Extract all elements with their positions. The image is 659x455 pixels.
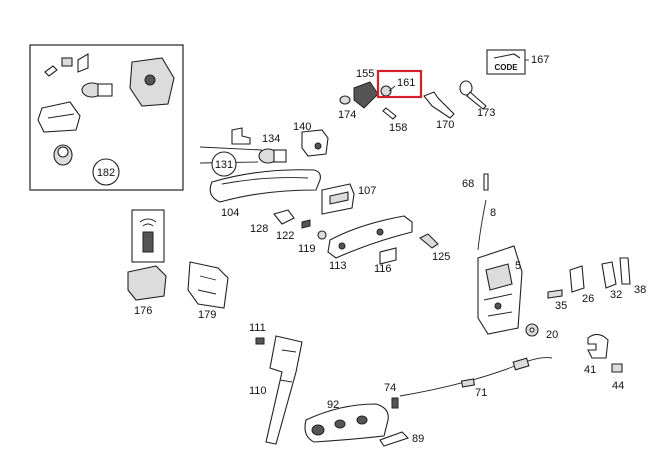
callout-111[interactable]: 111: [249, 322, 266, 334]
callout-182[interactable]: 182: [97, 167, 115, 179]
key-fob-155[interactable]: [353, 81, 379, 109]
right-hardware-group: 35 26 32 38: [547, 257, 646, 312]
part-89[interactable]: [379, 431, 410, 447]
door-lock-5[interactable]: 5: [477, 245, 523, 335]
callout-44[interactable]: 44: [612, 380, 624, 392]
kit-box-182[interactable]: 182: [29, 44, 184, 191]
callout-92[interactable]: 92: [327, 399, 339, 411]
part-38[interactable]: [619, 257, 631, 285]
code-card-167[interactable]: CODE 167: [486, 49, 549, 75]
callout-173[interactable]: 173: [477, 107, 495, 119]
screw-35[interactable]: [547, 289, 563, 299]
callout-32[interactable]: 32: [610, 289, 622, 301]
striker-41-44: 41 44: [584, 333, 624, 392]
key-blade-170[interactable]: 170: [423, 91, 455, 131]
door-handle-104[interactable]: 104: [209, 169, 321, 219]
trim-92-89: 92 89: [304, 399, 424, 447]
part-32[interactable]: [601, 261, 617, 289]
cable-71[interactable]: 71 74: [384, 357, 553, 409]
callout-179[interactable]: 179: [198, 309, 216, 321]
callout-170[interactable]: 170: [436, 119, 454, 131]
callout-134[interactable]: 134: [262, 133, 280, 145]
trim-panel-92[interactable]: [304, 403, 389, 443]
part-26[interactable]: [569, 265, 585, 293]
washer-20[interactable]: 20: [525, 323, 558, 341]
clip-74[interactable]: [391, 397, 399, 409]
handle-carrier-113[interactable]: [327, 215, 413, 259]
striker-41[interactable]: [587, 333, 609, 359]
screw-44[interactable]: [611, 363, 623, 373]
bolt-125[interactable]: [419, 233, 439, 249]
handle-trim-107[interactable]: 107: [321, 183, 376, 215]
callout-113[interactable]: 113: [329, 260, 347, 272]
callout-122[interactable]: 122: [276, 230, 294, 242]
callout-104[interactable]: 104: [221, 207, 239, 219]
part-158[interactable]: [382, 107, 397, 120]
bracket-140[interactable]: 140: [293, 121, 329, 157]
remote-module-176[interactable]: 176: [127, 209, 167, 317]
pillar-110-111: 111 110: [249, 322, 303, 445]
clip-116[interactable]: [379, 247, 397, 265]
callout-140[interactable]: 140: [293, 121, 311, 133]
washer-119[interactable]: [317, 230, 327, 240]
rod-68-8[interactable]: 68 8: [462, 173, 496, 251]
callout-161[interactable]: 161: [397, 77, 415, 89]
key-173[interactable]: 173: [459, 80, 495, 119]
callout-71[interactable]: 71: [475, 387, 487, 399]
callout-20[interactable]: 20: [546, 329, 558, 341]
callout-116[interactable]: 116: [374, 263, 392, 275]
callout-167[interactable]: 167: [531, 54, 549, 66]
callout-8[interactable]: 8: [490, 207, 496, 219]
key-insert-part[interactable]: [231, 127, 251, 145]
callout-68[interactable]: 68: [462, 178, 474, 190]
callout-155[interactable]: 155: [356, 68, 374, 80]
clip-111[interactable]: [255, 337, 265, 345]
code-card-text: CODE: [494, 63, 518, 72]
highlight-box-161: [376, 69, 423, 99]
callout-89[interactable]: 89: [412, 433, 424, 445]
battery-174[interactable]: [339, 95, 351, 105]
callout-26[interactable]: 26: [582, 293, 594, 305]
bracket-179[interactable]: 179: [187, 261, 229, 321]
handle-carrier-group: 113 116 125: [327, 215, 450, 275]
callout-5[interactable]: 5: [515, 260, 521, 272]
callout-125[interactable]: 125: [432, 251, 450, 263]
callout-110[interactable]: 110: [249, 385, 267, 397]
small-parts-128-122-119: 128 122 119: [250, 209, 327, 255]
pillar-trim-110[interactable]: [265, 335, 303, 445]
callout-35[interactable]: 35: [555, 300, 567, 312]
callout-41[interactable]: 41: [584, 364, 596, 376]
part-128[interactable]: [273, 209, 295, 225]
callout-74[interactable]: 74: [384, 382, 396, 394]
callout-107[interactable]: 107: [358, 185, 376, 197]
lock-cylinder-group: 134 131: [199, 127, 287, 177]
callout-38[interactable]: 38: [634, 284, 646, 296]
callout-176[interactable]: 176: [134, 305, 152, 317]
callout-128[interactable]: 128: [250, 223, 268, 235]
screw-122[interactable]: [301, 219, 311, 229]
callout-131[interactable]: 131: [215, 159, 233, 171]
key-parts-group: 155 174 161 158: [338, 68, 423, 134]
callout-119[interactable]: 119: [298, 243, 316, 255]
callout-158[interactable]: 158: [389, 122, 407, 134]
callout-174[interactable]: 174: [338, 109, 356, 121]
